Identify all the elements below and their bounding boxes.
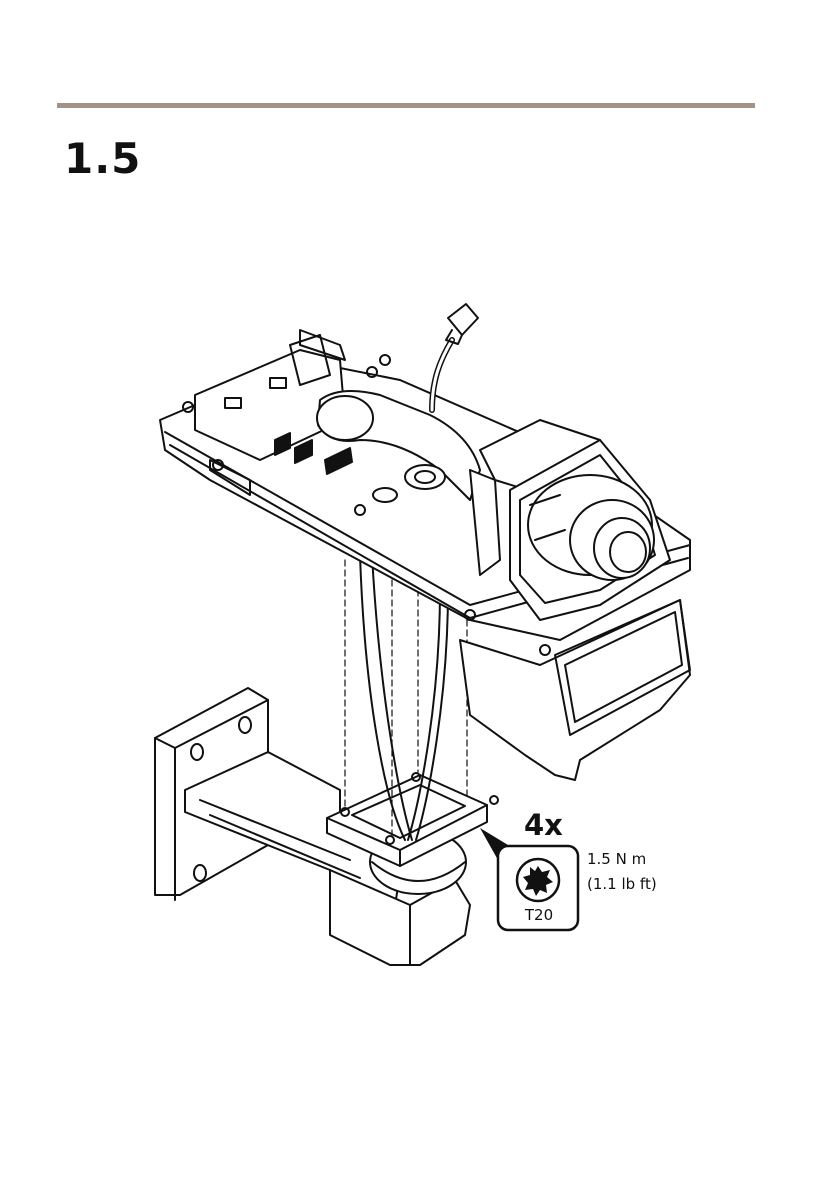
torque-metric: 1.5 N m bbox=[587, 850, 646, 868]
torque-imperial: (1.1 lb ft) bbox=[587, 875, 657, 893]
wall-mount-bracket-illustration bbox=[155, 688, 498, 965]
fastener-quantity: 4x bbox=[524, 808, 563, 842]
bit-size-label: T20 bbox=[521, 906, 557, 924]
